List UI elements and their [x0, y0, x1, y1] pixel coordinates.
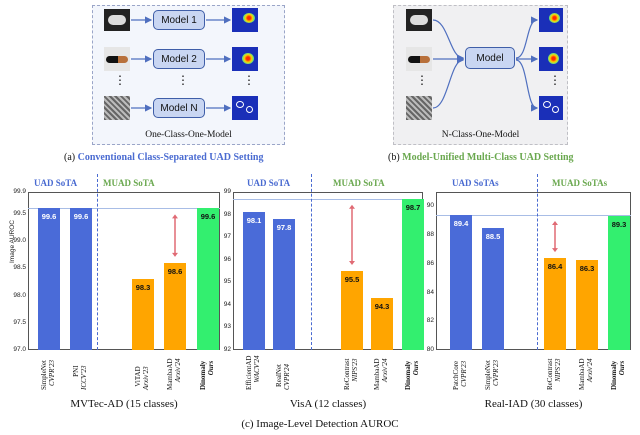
chart-1-group-label-1: UAD SoTA: [34, 178, 78, 188]
panel-a-caption: (a) Conventional Class-Separated UAD Set…: [64, 152, 263, 163]
heatmap-b-n: [539, 96, 563, 120]
panel-b-caption-text: Model-Unified Multi-Class UAD Setting: [402, 152, 574, 163]
chart-2-bar-value-label: 98.7: [405, 202, 421, 212]
model-2-box: Model 2: [153, 49, 205, 69]
chart-2-ytick: 94: [223, 300, 231, 308]
grid-texture-image: [104, 96, 130, 120]
chart-3-bar-value-label: 89.4: [453, 218, 469, 228]
chart-3-bar-patchcore: 89.4: [450, 214, 472, 350]
chart-2-bar-dinomaly: 98.7: [402, 198, 424, 350]
model-n-box: Model N: [153, 98, 205, 118]
chart-1-bar-simplenet: 99.6: [38, 208, 60, 350]
chart-1-bar-value-label: 99.6: [73, 212, 89, 222]
chart-1-bar-value-label: 98.6: [167, 266, 183, 276]
chart-2-group-label-2: MUAD SoTA: [333, 178, 385, 188]
model-1-box: Model 1: [153, 10, 205, 30]
chart-3-bar-dinomaly: 89.3: [608, 216, 630, 350]
panel-a-caption-text: Conventional Class-Separated UAD Setting: [77, 152, 264, 163]
chart-2-bar-recontrast: 95.5: [341, 271, 363, 350]
y-axis-label: Image AUROC: [9, 220, 16, 263]
chart-1-bar-value-label: 99.6: [200, 212, 216, 222]
chart-3-ytick: 90: [426, 202, 434, 210]
chart-2-group-label-1: UAD SoTA: [247, 178, 291, 188]
chart-3-bar-value-label: 86.4: [547, 262, 563, 272]
chart-3-ytick: 82: [426, 317, 434, 325]
chart-1-ytick: 98.5: [13, 264, 26, 272]
panel-b-caption-prefix: (b): [388, 152, 400, 163]
chart-1-plot: [28, 192, 220, 350]
heatmap-b-1: [539, 8, 563, 32]
pill-image: [104, 9, 130, 31]
capsule-image-b: [406, 47, 432, 71]
heatmap-b-2: [539, 47, 563, 71]
chart-1-bar-mambaad: 98.6: [164, 262, 186, 350]
chart-1-bar-value-label: 99.6: [41, 212, 57, 222]
figure-caption: (c) Image-Level Detection AUROC: [241, 418, 399, 430]
panel-a-caption-prefix: (a): [64, 152, 76, 163]
chart-3-bar-recontrast: 86.4: [544, 258, 566, 350]
chart-2-bar-realnet: 97.8: [273, 219, 295, 350]
panel-a-inner-label: One-Class-One-Model: [145, 130, 232, 140]
heatmap-n: [232, 96, 258, 120]
chart-2-ytick: 93: [223, 323, 231, 331]
chart-3-bar-value-label: 89.3: [611, 220, 627, 230]
pill-image-b: [406, 9, 432, 31]
chart-3-bar-value-label: 88.5: [485, 231, 501, 241]
capsule-image: [104, 47, 130, 71]
chart-1-caption: MVTec-AD (15 classes): [70, 398, 178, 410]
chart-1-bar-vitad: 98.3: [132, 279, 154, 350]
chart-2-ytick: 98: [223, 210, 231, 218]
heatmap-1: [232, 8, 258, 32]
chart-1-bar-dinomaly: 99.6: [197, 208, 219, 350]
chart-1-bar-value-label: 98.3: [135, 283, 151, 293]
chart-2-ytick: 96: [223, 255, 231, 263]
chart-2-bar-value-label: 98.1: [246, 216, 262, 226]
chart-2-ytick: 92: [223, 346, 231, 353]
panel-b-inner-label: N-Class-One-Model: [441, 130, 520, 140]
chart-3-bar-simplenet: 88.5: [482, 227, 504, 350]
chart-1-ytick: 97.5: [13, 318, 26, 326]
chart-2-ytick: 97: [223, 233, 231, 241]
chart-2-caption: VisA (12 classes): [289, 398, 367, 410]
chart-3-group-label-1: UAD SoTAs: [452, 178, 499, 188]
chart-2-bar-mambaad: 94.3: [371, 298, 393, 350]
panel-b-caption: (b) Model-Unified Multi-Class UAD Settin…: [388, 152, 574, 163]
chart-1-reference-line: [28, 208, 220, 210]
chart-3-group-separator: [537, 174, 538, 350]
chart-1-bar-pni: 99.6: [70, 208, 92, 350]
chart-1-group-label-2: MUAD SoTA: [103, 178, 155, 188]
chart-1-group-separator: [97, 174, 98, 350]
chart-2-bar-value-label: 95.5: [344, 275, 360, 284]
chart-2-bar-value-label: 94.3: [374, 302, 390, 312]
chart-1-ytick: 99.5: [13, 209, 26, 217]
grid-texture-image-b: [406, 96, 432, 120]
chart-3-bar-value-label: 86.3: [579, 263, 595, 273]
chart-1-ytick: 99.0: [13, 237, 26, 245]
chart-3-ytick: 86: [426, 259, 434, 267]
heatmap-2: [232, 47, 258, 71]
chart-2-reference-line: [233, 198, 423, 200]
chart-2-bar-value-label: 97.8: [276, 223, 292, 233]
chart-2-ytick: 95: [223, 278, 231, 286]
chart-1-ytick: 98.0: [13, 291, 26, 299]
chart-3-group-label-2: MUAD SoTAs: [552, 178, 608, 188]
chart-2-group-separator: [311, 174, 312, 350]
chart-3-ytick: 80: [426, 346, 434, 353]
chart-3-reference-line: [436, 214, 631, 216]
chart-3-ytick: 84: [426, 288, 434, 296]
chart-1-ytick: 97.0: [13, 346, 26, 353]
chart-1-ytick: 99.9: [13, 188, 26, 195]
chart-3-bar-mambaad: 86.3: [576, 259, 598, 350]
chart-3-ytick: 88: [426, 231, 434, 239]
chart-3-caption: Real-IAD (30 classes): [484, 398, 583, 410]
chart-2-bar-efficientad: 98.1: [243, 212, 265, 350]
model-unified-box: Model: [465, 47, 515, 69]
chart-2-ytick: 99: [223, 188, 231, 195]
